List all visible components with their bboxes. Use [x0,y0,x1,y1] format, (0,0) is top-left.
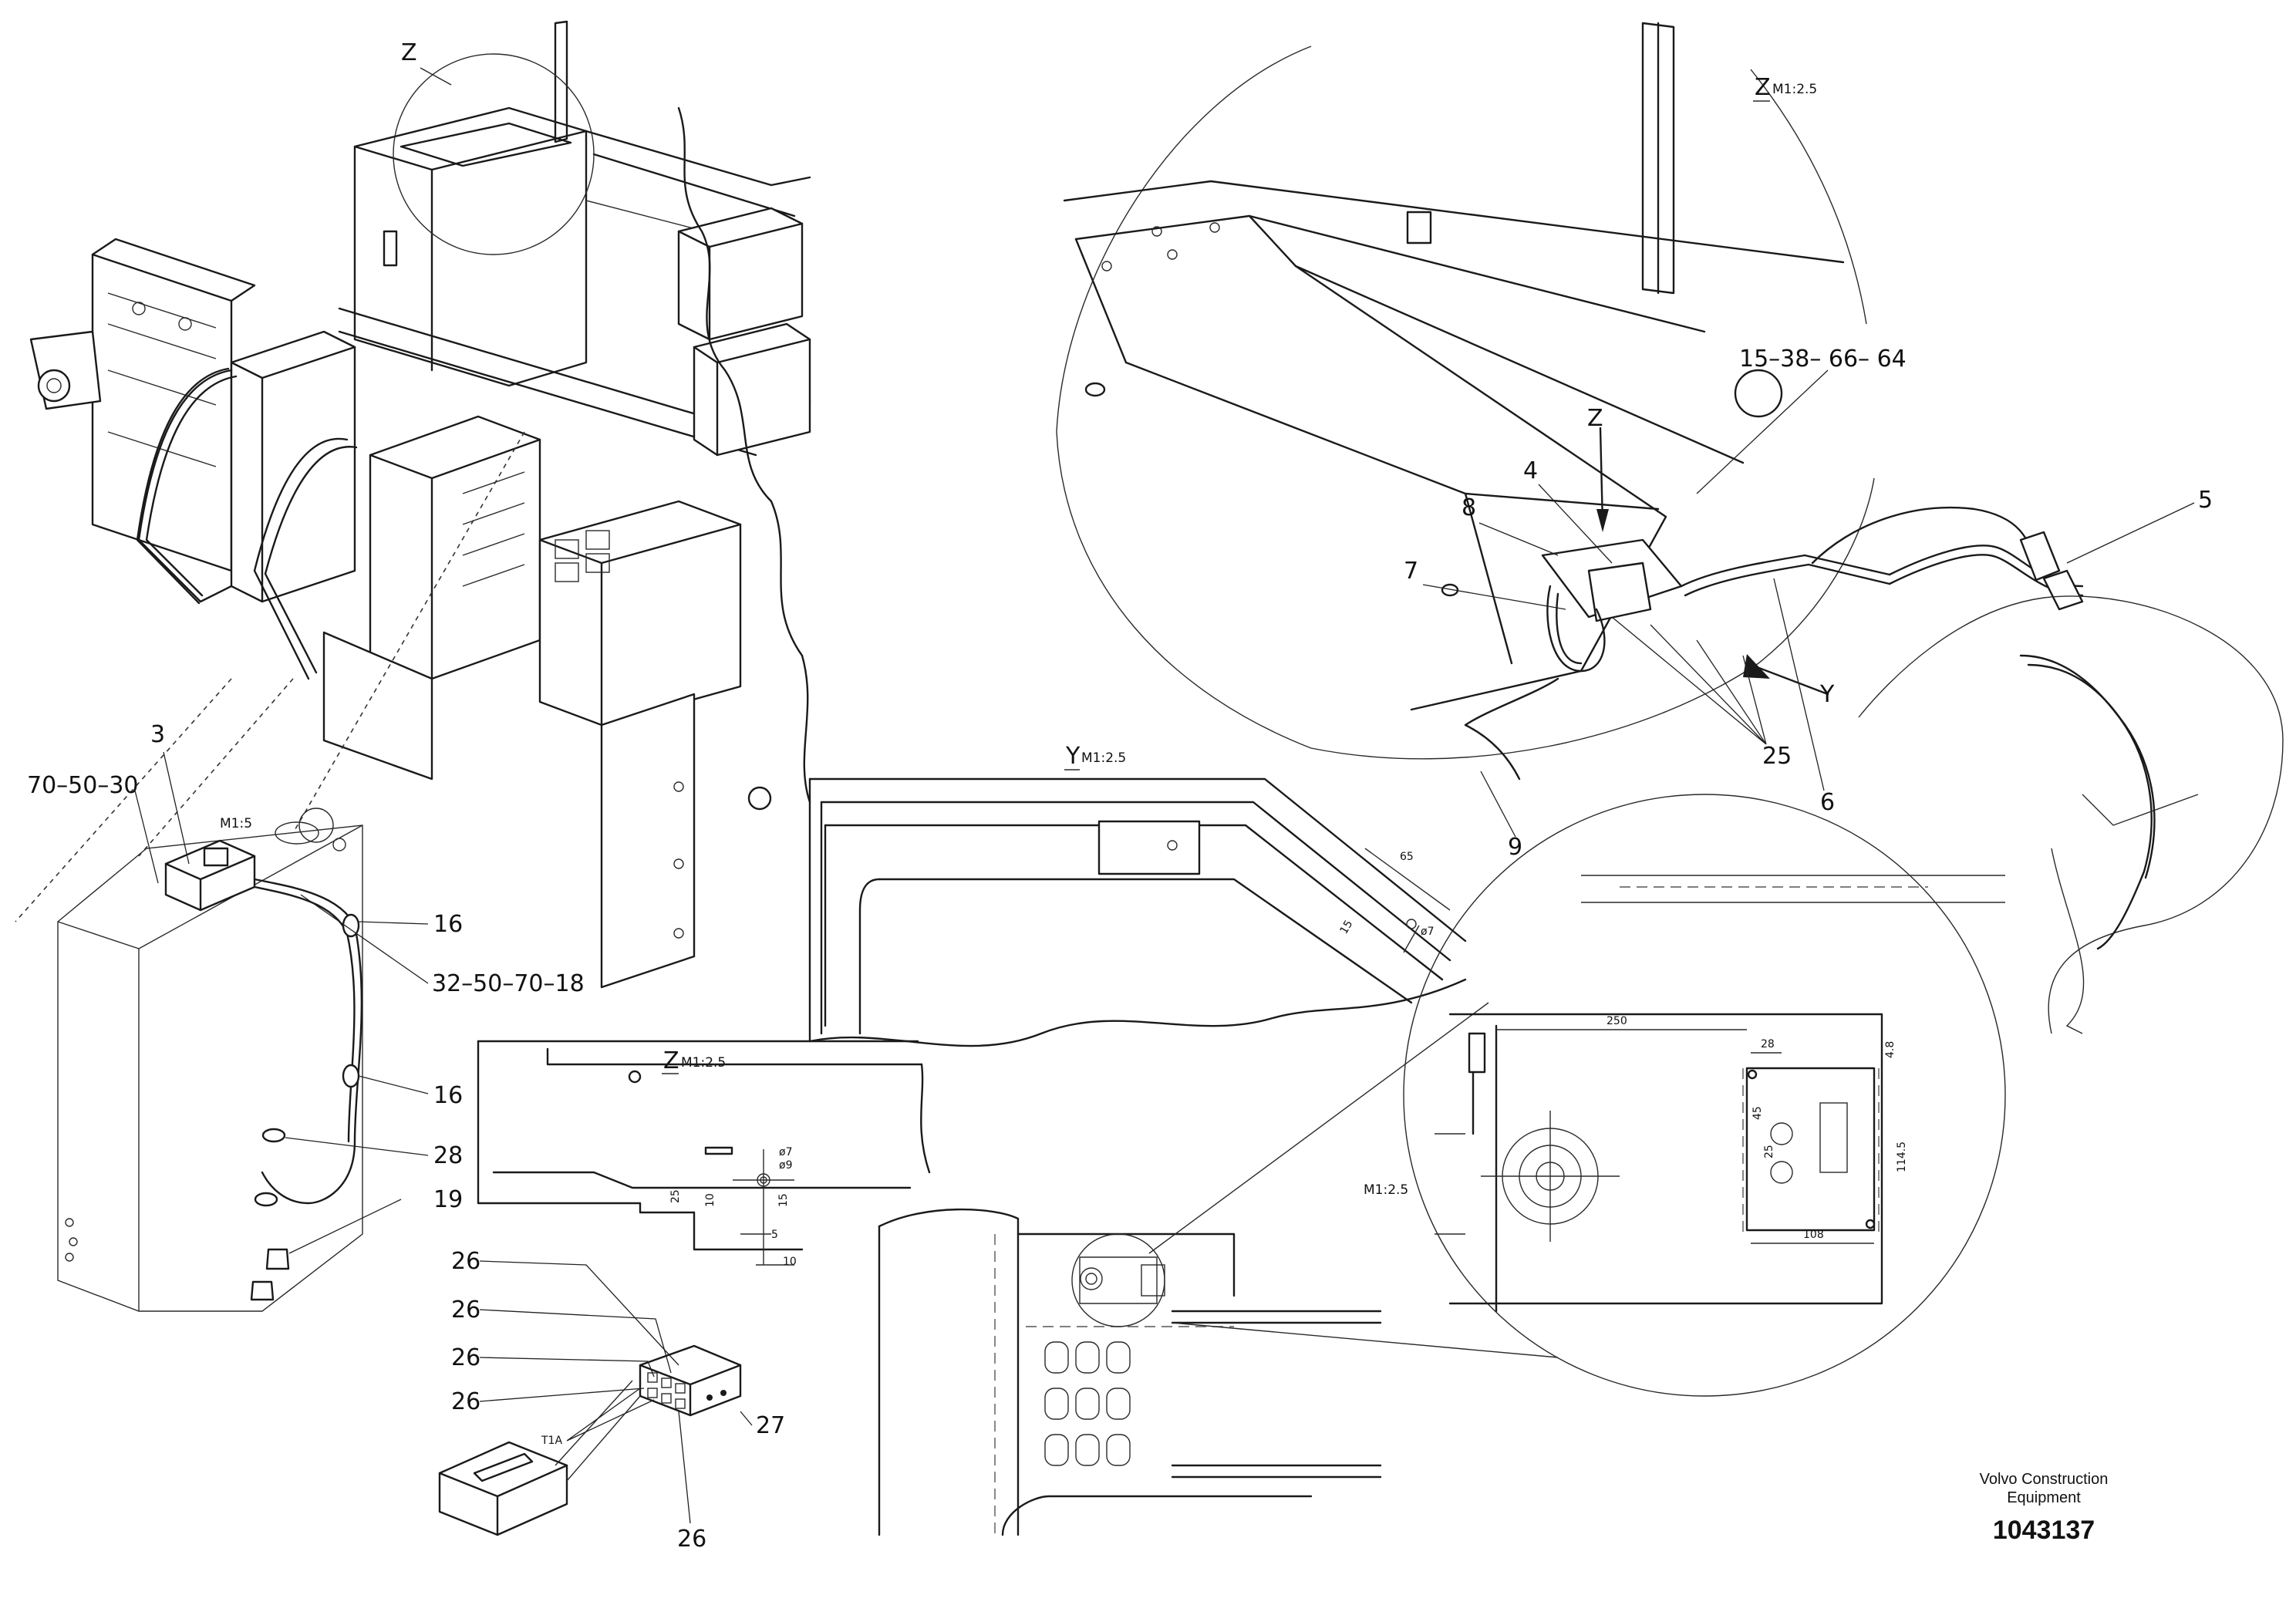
part-number: 1043137 [1993,1516,2095,1545]
callout-8: 8 [1462,494,1476,521]
callout-70-50-30: 70–50–30 [27,772,139,799]
callout-6: 6 [1820,789,1835,816]
callout-26a: 26 [451,1248,480,1275]
panel-view [878,1002,1559,1536]
y-arrow-label: Y [1819,681,1835,708]
callout-26d: 26 [451,1388,480,1415]
y-view: Y M1:2.5 65 15 ø7 [808,743,1467,1047]
callout-26c: 26 [451,1344,480,1371]
z-arrow-label: Z [1587,405,1603,432]
dim-r-28: 28 [1761,1038,1775,1050]
callout-27: 27 [756,1412,785,1439]
callout-5: 5 [2198,487,2213,514]
callout-16b: 16 [433,1082,463,1109]
chassis-isometric [29,20,811,989]
round-detail: M1:2.5 250 28 4.8 45 25 114.5 108 [1364,794,2006,1397]
dim-r-250: 250 [1607,1015,1627,1027]
dim-z-10b: 10 [783,1256,797,1268]
z-detail-circle: Z M1:2.5 [1056,22,2284,1034]
callout-15-38-66-64: 15–38– 66– 64 [1739,346,1907,373]
dim-z-15: 15 [777,1193,790,1207]
callout-7: 7 [1404,558,1418,585]
y-view-letter: Y [1065,743,1081,770]
callout-26e: 26 [677,1526,706,1553]
dim-z-d7: ø7 [779,1146,792,1158]
dim-y-d7: ø7 [1421,926,1434,938]
callout-28: 28 [433,1142,463,1169]
brand-line1: Volvo Construction [1980,1471,2109,1488]
dim-r-108: 108 [1803,1229,1824,1241]
dim-y-65: 65 [1400,851,1414,863]
dim-z-d9: ø9 [779,1159,792,1172]
z-detail-callouts: 15–38– 66– 64 5 Z 4 8 7 25 Y 6 9 [1404,346,2213,861]
callout-32-50-70-18: 32–50–70–18 [432,970,585,997]
dim-y-15: 15 [1338,919,1356,936]
callout-19: 19 [433,1186,463,1213]
round-detail-scale: M1:2.5 [1364,1182,1408,1198]
callout-26b: 26 [451,1297,480,1324]
dim-r-114-5: 114.5 [1896,1141,1908,1172]
fuse-callouts: 26 26 26 26 27 26 T1A [451,1248,785,1553]
dim-r-4-8: 4.8 [1884,1041,1896,1058]
y-view-scale: M1:2.5 [1081,750,1126,766]
z-view-small-scale: M1:2.5 [681,1055,726,1071]
callout-4: 4 [1523,457,1538,484]
fuse-block-detail [438,1344,742,1536]
callout-9: 9 [1508,834,1522,861]
z-callout-top: Z [401,39,417,66]
z-detail-letter: Z [1755,74,1771,101]
brand-line2: Equipment [2007,1489,2081,1506]
dim-z-10a: 10 [704,1193,716,1207]
dim-r-45: 45 [1752,1106,1764,1120]
z-view-small-letter: Z [663,1047,679,1074]
battery-callouts: 3 70–50–30 16 32–50–70–18 16 28 19 [27,721,585,1254]
callout-25: 25 [1762,743,1792,770]
dim-z-25: 25 [669,1189,682,1203]
m15-scale-label: M1:5 [220,816,252,831]
battery-box-detail: M1:5 [57,808,363,1312]
chassis-detail-circle: Z [393,39,595,255]
dim-z-5: 5 [771,1229,778,1241]
dim-r-25: 25 [1763,1145,1775,1158]
z-detail-scale: M1:2.5 [1772,82,1817,97]
title-block: Volvo Construction Equipment 1043137 [1980,1471,2109,1545]
z-view-small: Z M1:2.5 ø7 ø9 25 10 15 5 10 [477,1040,931,1268]
label-t1a: T1A [541,1435,562,1447]
callout-16a: 16 [433,911,463,938]
callout-3: 3 [150,721,165,748]
